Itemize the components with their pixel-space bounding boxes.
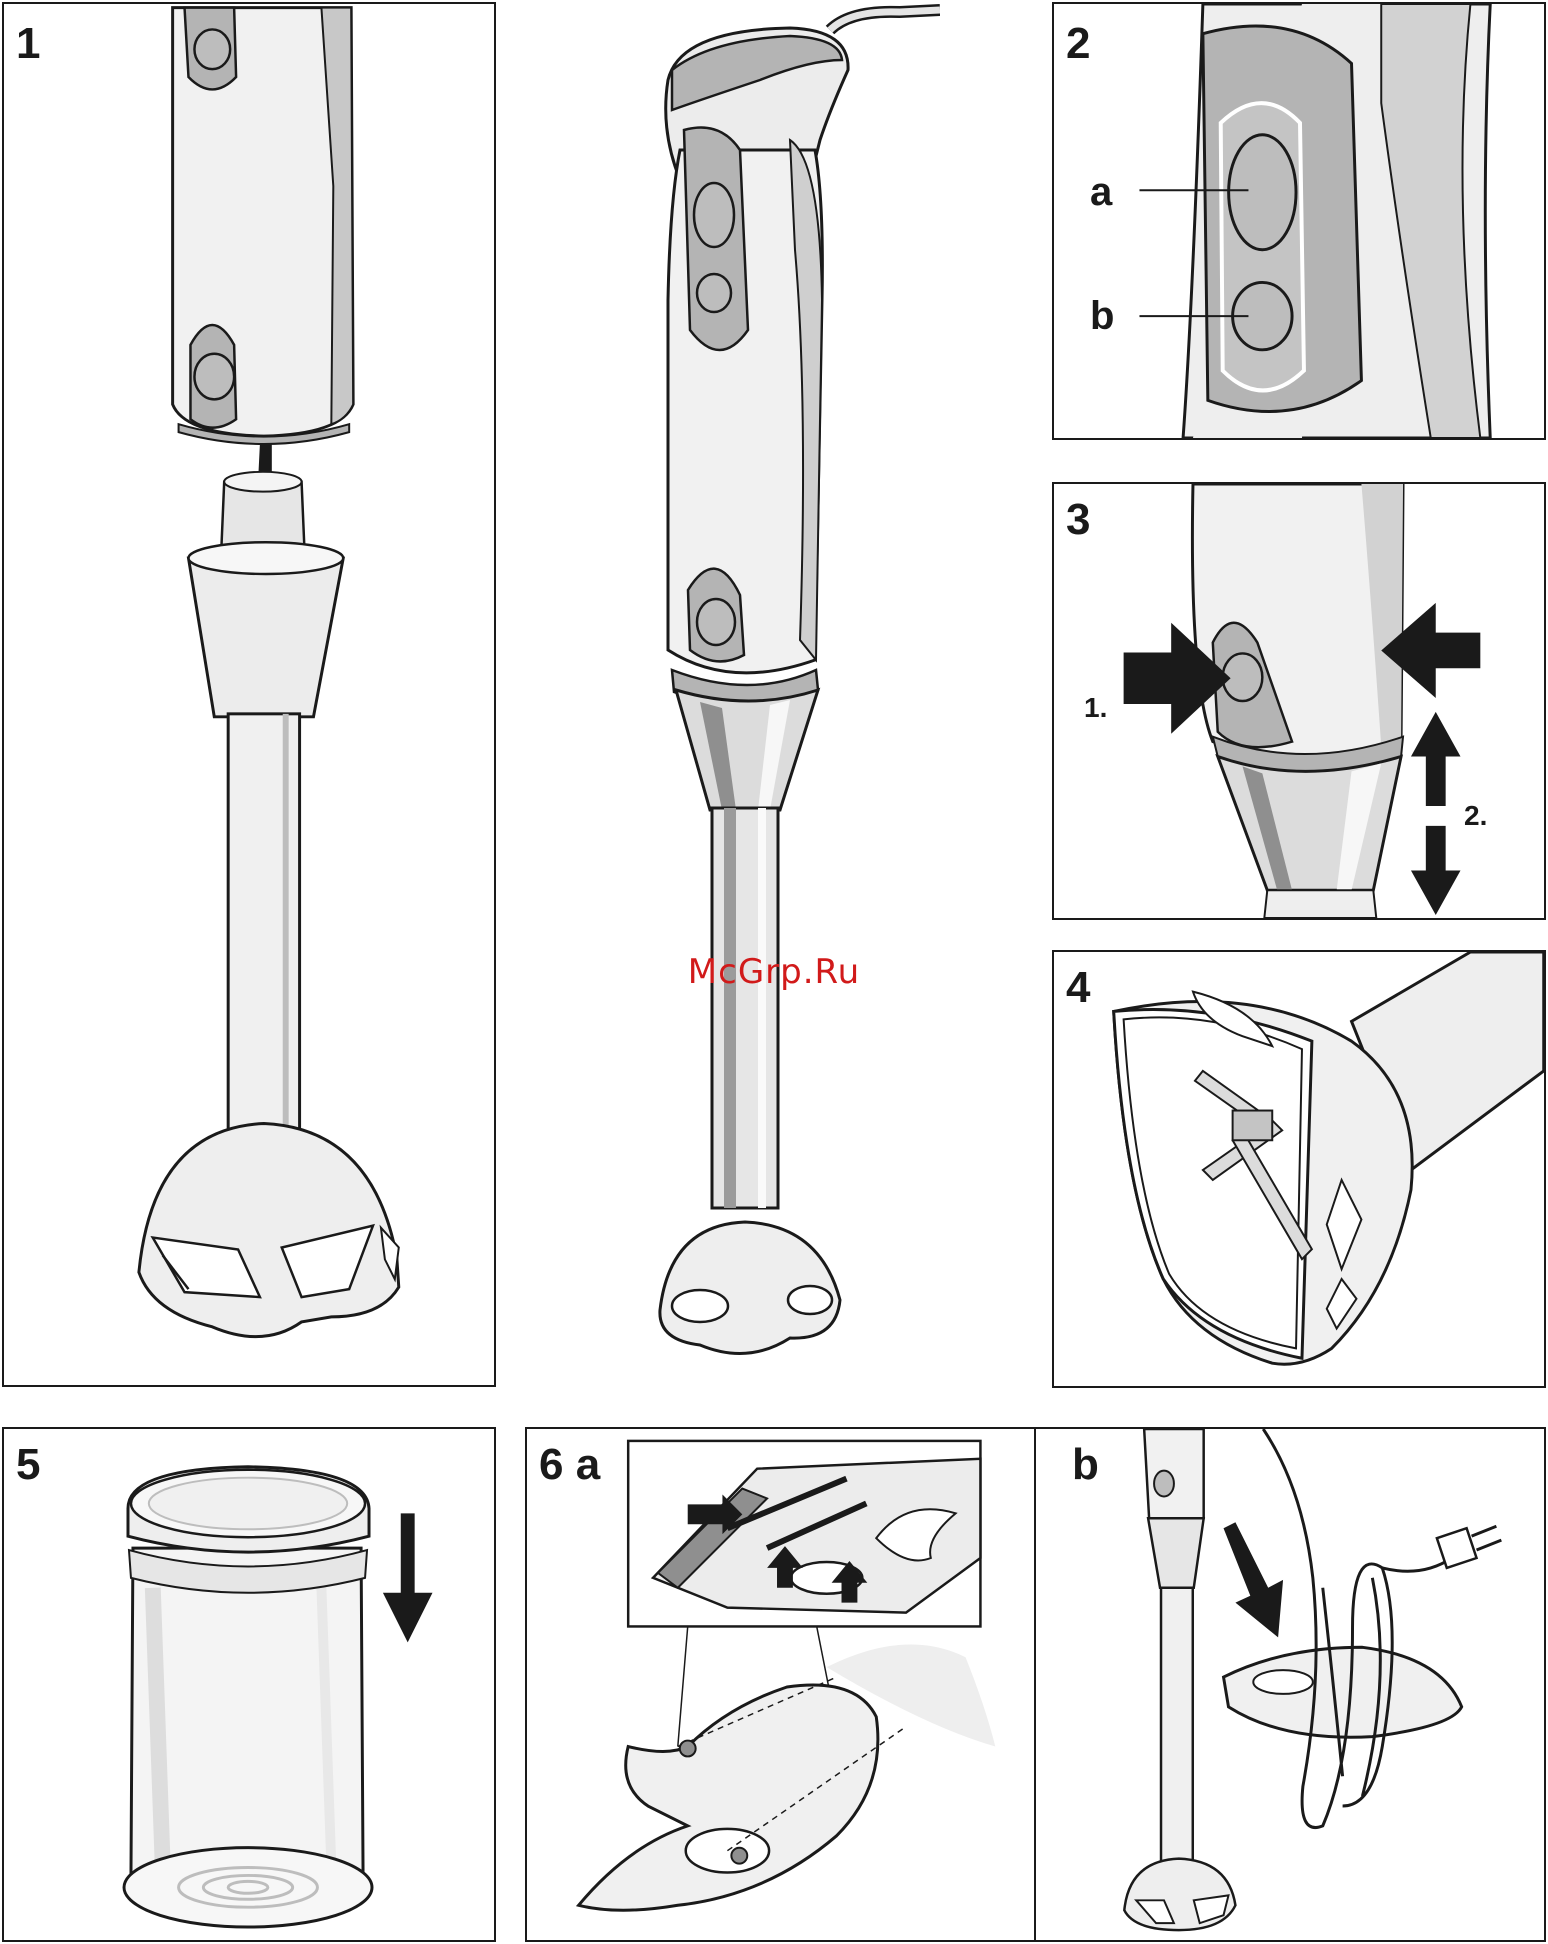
coiled-cable (1263, 1429, 1392, 1828)
panel-6: 6 a b (525, 1427, 1546, 1942)
pull-up-arrow-icon (1411, 712, 1461, 806)
down-arrow-icon (383, 1513, 433, 1642)
panel-6a-number: 6 a (539, 1443, 600, 1487)
panel-1-number: 1 (16, 22, 40, 66)
panel-4: 4 (1052, 950, 1546, 1388)
steel-shaft-cone (676, 690, 818, 810)
button-b-icon (697, 274, 731, 312)
release-button-icon (194, 354, 234, 400)
wall-holder-illustration (527, 1429, 1544, 1940)
blender-assembly-illustration (4, 4, 494, 1385)
beaker-base (124, 1848, 372, 1927)
panel-2: 2 a b (1052, 2, 1546, 440)
label-a: a (1090, 172, 1112, 212)
panel-5: 5 (2, 1427, 496, 1942)
wall-holder-6a (579, 1685, 878, 1910)
panel-6b-number: b (1072, 1443, 1099, 1487)
button-icon (1154, 1471, 1174, 1497)
panel-2-number: 2 (1066, 22, 1090, 66)
blending-shaft-tube (228, 714, 299, 1170)
blending-shaft-cone (188, 558, 343, 717)
step-2-label: 2. (1464, 802, 1487, 830)
panel-5-number: 5 (16, 1443, 40, 1487)
button-top-icon (194, 29, 230, 69)
pull-down-arrow-icon (1411, 826, 1461, 915)
button-a-icon (1229, 135, 1296, 250)
release-button-icon (697, 599, 735, 645)
assembled-hand-blender-illustration (640, 0, 940, 1380)
watermark: McGrp.Ru (0, 952, 1548, 992)
panel-3: 3 1. 2. (1052, 482, 1546, 920)
beaker-with-lid-illustration (4, 1429, 494, 1940)
button-a-icon (694, 183, 734, 247)
steel-shaft-tube (712, 808, 778, 1208)
wall-holder-6b (1224, 1647, 1462, 1737)
control-buttons-closeup (1054, 4, 1544, 438)
blade-guard-closeup (1054, 952, 1544, 1386)
label-b: b (1090, 296, 1114, 336)
panel-3-number: 3 (1066, 498, 1090, 542)
release-buttons-illustration (1054, 484, 1544, 918)
down-arrow-icon (1224, 1522, 1284, 1637)
panel-1: 1 (2, 2, 496, 1387)
step-1-label: 1. (1084, 694, 1107, 722)
